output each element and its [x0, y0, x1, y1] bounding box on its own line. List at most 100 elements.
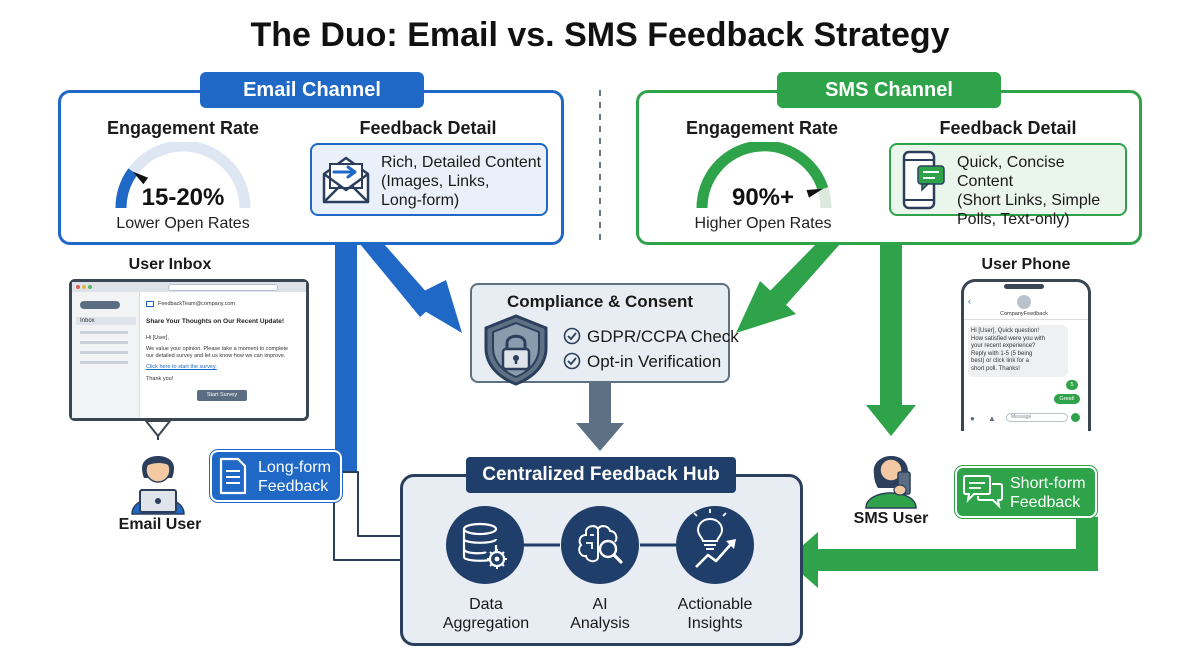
email-detail-line: (Images, Links,: [381, 173, 490, 190]
sms-reply-bubble: Great!: [1054, 394, 1080, 404]
hub-stage-line: AI: [592, 596, 608, 613]
compliance-to-hub-arrow: [576, 383, 624, 451]
database-gear-icon: [446, 506, 524, 584]
incoming-sms-bubble: Hi [User], Quick question! How satisfied…: [968, 325, 1068, 377]
apps-icon[interactable]: ▲: [988, 414, 996, 423]
contact-avatar: [1017, 295, 1031, 309]
email-engagement-gauge: [115, 142, 251, 209]
sms-channel-tag: SMS Channel: [777, 72, 1001, 108]
document-icon: [219, 457, 247, 495]
badge-line: Feedback: [1010, 494, 1081, 511]
long-form-feedback-text: Long-form Feedback: [258, 458, 342, 496]
sms-to-compliance-arrow: [736, 244, 840, 333]
gauge-needle: [806, 188, 823, 198]
badge-line: Long-form: [258, 459, 331, 476]
phone-header-divider: [964, 319, 1088, 320]
send-icon[interactable]: [1071, 413, 1080, 422]
email-from: FeedbackTeam@company.com: [158, 301, 236, 307]
sms-line: Hi [User], Quick question!: [971, 328, 1040, 334]
hub-stage-line: Aggregation: [442, 615, 530, 632]
sms-message-input[interactable]: Message: [1006, 413, 1068, 422]
sms-engagement-gauge: [696, 142, 832, 209]
email-detail-heading: Feedback Detail: [359, 118, 497, 138]
email-detail-line: Long-form): [381, 192, 460, 209]
email-to-compliance-arrow: [360, 244, 462, 333]
sidebar-item-placeholder[interactable]: [80, 351, 128, 354]
user-inbox-label: User Inbox: [128, 256, 212, 273]
back-chevron-icon[interactable]: ‹: [968, 296, 971, 306]
sidebar-item-placeholder[interactable]: [80, 341, 128, 344]
gauge-needle: [132, 171, 149, 185]
sender-envelope-icon: [146, 301, 154, 307]
sms-detail-heading: Feedback Detail: [939, 118, 1077, 138]
sidebar-item-label: Inbox: [80, 318, 95, 324]
sms-reply-bubble: 5: [1066, 380, 1078, 390]
start-survey-button[interactable]: Start Survey: [197, 390, 247, 401]
page-title: The Duo: Email vs. SMS Feedback Strategy: [250, 16, 950, 54]
sms-detail-line: Polls, Text-only): [957, 211, 1070, 228]
survey-link[interactable]: Click here to start the survey.: [146, 364, 217, 370]
feedback-hub-title: Centralized Feedback Hub: [466, 457, 736, 493]
sms-detail-line: Quick, Concise Content: [957, 154, 1065, 190]
brain-magnifier-icon: [561, 506, 639, 584]
smartphone-chat-icon: [902, 150, 945, 210]
email-vertical-connector: [335, 244, 357, 474]
compose-button[interactable]: [80, 301, 120, 309]
chat-bubbles-icon: [963, 475, 1003, 509]
lightbulb-chart-icon: [676, 506, 754, 584]
inbox-search-field[interactable]: [168, 284, 278, 291]
sms-engagement-value: 90%+: [731, 184, 795, 211]
hub-stage-aggregation: Data Aggregation: [421, 595, 551, 633]
sms-user-icon: [865, 455, 917, 509]
short-form-feedback-text: Short-form Feedback: [1010, 474, 1096, 512]
sms-panel-to-user-arrow: [866, 244, 916, 436]
email-user-label: Email User: [118, 516, 202, 533]
email-user-icon: [131, 456, 185, 515]
email-detail-line: Rich, Detailed Content: [381, 154, 542, 171]
check-circle-icon: [563, 352, 581, 370]
hub-stage-line: Data: [469, 596, 503, 613]
compliance-item-gdpr: GDPR/CCPA Check: [587, 327, 739, 346]
sms-detail-line: (Short Links, Simple: [957, 192, 1101, 209]
sms-line: best) or click link for a: [971, 358, 1030, 364]
user-phone-label: User Phone: [981, 256, 1071, 273]
compliance-item-optin: Opt-in Verification: [587, 352, 722, 371]
hub-stage-line: Analysis: [570, 615, 630, 632]
sms-line: Reply with 1-5 (5 being: [971, 350, 1033, 357]
email-subject: Share Your Thoughts on Our Recent Update…: [146, 318, 285, 325]
contact-name: CompanyFeedback: [1000, 311, 1048, 317]
window-maximize-dot: [88, 285, 92, 289]
inbox-pointer: [143, 420, 173, 438]
email-engagement-heading: Engagement Rate: [106, 118, 260, 138]
email-body-line: our detailed survey and let us know how …: [146, 353, 286, 359]
hub-stage-line: Actionable: [677, 596, 753, 613]
sms-detail-text: Quick, Concise Content (Short Links, Sim…: [957, 153, 1125, 229]
inbox-sidebar: [72, 292, 140, 418]
email-body-line: We value your opinion. Please take a mom…: [146, 346, 289, 352]
hub-stage-insights: Actionable Insights: [650, 595, 780, 633]
window-close-dot: [76, 285, 80, 289]
check-circle-icon: [563, 327, 581, 345]
gauge-fill: [696, 142, 829, 209]
email-channel-tag: Email Channel: [200, 72, 424, 108]
email-engagement-value: 15-20%: [141, 184, 225, 211]
hub-stage-line: Insights: [687, 615, 743, 632]
hub-stage-analysis: AI Analysis: [535, 595, 665, 633]
badge-line: Feedback: [258, 478, 329, 495]
sidebar-item-placeholder[interactable]: [80, 331, 128, 334]
phone-notch: [1004, 284, 1044, 289]
email-detail-text: Rich, Detailed Content (Images, Links, L…: [381, 153, 545, 210]
email-body: We value your opinion. Please take a mom…: [146, 346, 306, 360]
sidebar-item-placeholder[interactable]: [80, 361, 128, 364]
sidebar-item-inbox[interactable]: Inbox: [76, 317, 136, 325]
sms-line: your recent experience?: [971, 343, 1036, 349]
email-greeting: Hi [User],: [146, 335, 169, 341]
shield-lock-icon: [484, 314, 548, 386]
hub-pipeline: [446, 506, 754, 584]
email-closing: Thank you!: [146, 376, 174, 382]
email-engagement-caption: Lower Open Rates: [116, 215, 250, 232]
short-form-feedback-badge: [955, 466, 1097, 518]
sms-to-hub-arrow: [786, 517, 1098, 588]
camera-icon[interactable]: ●: [970, 414, 975, 423]
